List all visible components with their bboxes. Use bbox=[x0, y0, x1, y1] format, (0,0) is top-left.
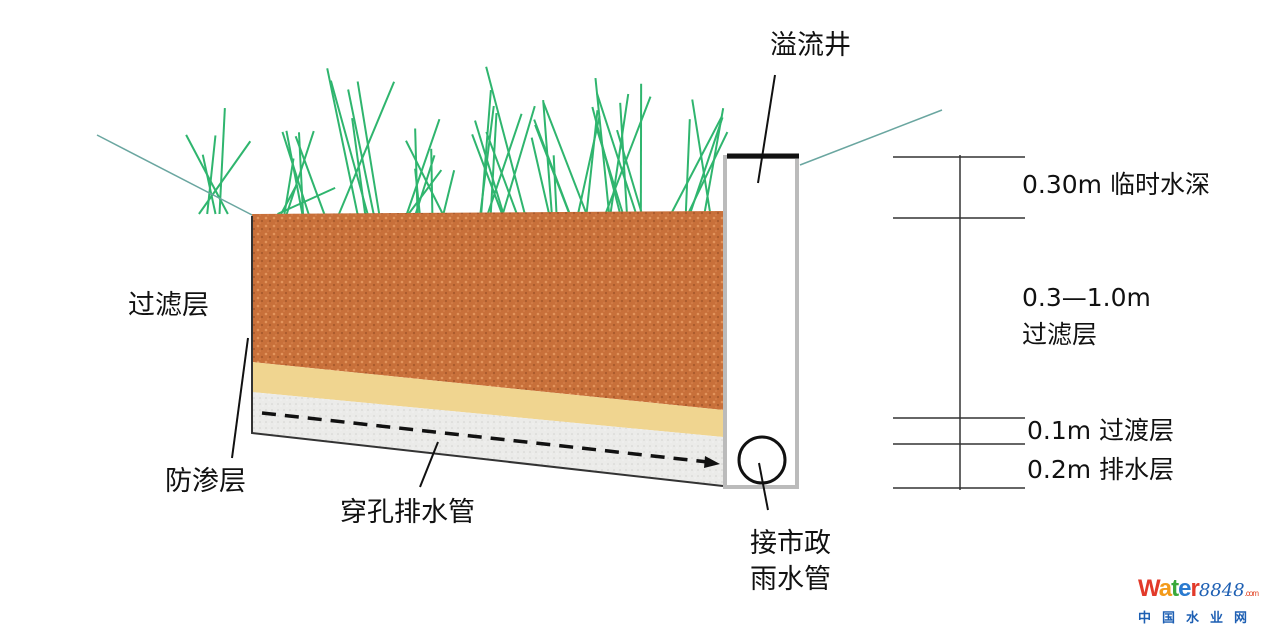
grass-blade bbox=[619, 102, 628, 215]
grass-blade bbox=[591, 106, 622, 215]
grass-blades bbox=[185, 66, 729, 215]
dim-filter-name: 过滤层 bbox=[1022, 320, 1098, 349]
leader-pipe bbox=[419, 441, 439, 488]
grass-blade bbox=[471, 133, 503, 215]
grass-blade bbox=[486, 113, 523, 215]
grass-blade bbox=[595, 92, 638, 215]
grass-blade bbox=[430, 148, 434, 215]
impermeable-liner bbox=[251, 216, 724, 487]
grass-blade bbox=[280, 186, 297, 215]
grass-blade bbox=[670, 115, 723, 215]
grass-blade bbox=[530, 137, 551, 215]
grass-blade bbox=[356, 81, 381, 215]
perforated-pipe-label: 穿孔排水管 bbox=[340, 497, 475, 528]
grass-blade bbox=[338, 81, 396, 215]
dim-drainage: 0.2m 排水层 bbox=[1027, 455, 1175, 484]
grass-blade bbox=[703, 107, 725, 215]
dimension-scale bbox=[893, 155, 1025, 490]
grass-blade bbox=[684, 119, 691, 215]
overflow-well bbox=[723, 155, 799, 489]
grass-blade bbox=[414, 128, 419, 215]
transition-layer bbox=[252, 362, 723, 437]
grass-blade bbox=[407, 169, 443, 215]
grass-blade bbox=[185, 134, 229, 215]
grass-blade bbox=[198, 140, 252, 215]
impermeable-layer-label: 防渗层 bbox=[165, 466, 246, 497]
leader-outlet bbox=[758, 462, 769, 511]
grass-blade bbox=[326, 68, 359, 215]
grass-blade bbox=[501, 105, 536, 215]
perforated-pipe-dashed bbox=[261, 411, 709, 464]
dim-transition: 0.1m 过渡层 bbox=[1027, 416, 1175, 445]
grass-blade bbox=[294, 135, 326, 215]
grass-blade bbox=[542, 99, 553, 215]
grass-blade bbox=[285, 130, 304, 215]
grass-blade bbox=[604, 96, 652, 215]
grass-blade bbox=[201, 154, 217, 215]
dim-ponding: 0.30m 临时水深 bbox=[1022, 170, 1210, 199]
grass-blade bbox=[218, 108, 226, 215]
grass-blade bbox=[687, 131, 729, 215]
grass-blade bbox=[489, 112, 498, 215]
dim-filter-range: 0.3—1.0m bbox=[1022, 283, 1151, 312]
grass-blade bbox=[329, 80, 369, 215]
grass-blade bbox=[534, 124, 571, 215]
pipe-flow-arrow-icon bbox=[704, 456, 720, 468]
filter-layer-label: 过滤层 bbox=[128, 290, 209, 321]
grass-blade bbox=[283, 158, 295, 215]
grass-blade bbox=[442, 169, 456, 215]
grass-blade bbox=[405, 140, 444, 215]
filter-soil-layer bbox=[252, 211, 723, 410]
municipal-pipe-label-2: 雨水管 bbox=[750, 564, 831, 595]
ground-line-left bbox=[96, 134, 255, 217]
drainage-layer bbox=[252, 392, 723, 486]
grass-blade bbox=[347, 89, 375, 215]
grass-blade bbox=[552, 155, 558, 215]
grass-blade bbox=[616, 129, 643, 215]
leader-well bbox=[757, 74, 776, 184]
grass-blade bbox=[281, 131, 310, 215]
grass-blade bbox=[474, 120, 505, 215]
grass-blade bbox=[277, 186, 336, 215]
grass-blade bbox=[485, 66, 526, 215]
municipal-pipe-label-1: 接市政 bbox=[750, 528, 831, 559]
leader-impermeable bbox=[231, 337, 249, 459]
grass-blade bbox=[542, 102, 588, 215]
overflow-well-label: 溢流井 bbox=[770, 30, 851, 61]
watermark-logo: Water8848.com 中国水业网 bbox=[1138, 575, 1259, 627]
grass-blade bbox=[585, 110, 599, 215]
grass-blade bbox=[405, 118, 441, 215]
ground-line-right bbox=[799, 109, 943, 166]
